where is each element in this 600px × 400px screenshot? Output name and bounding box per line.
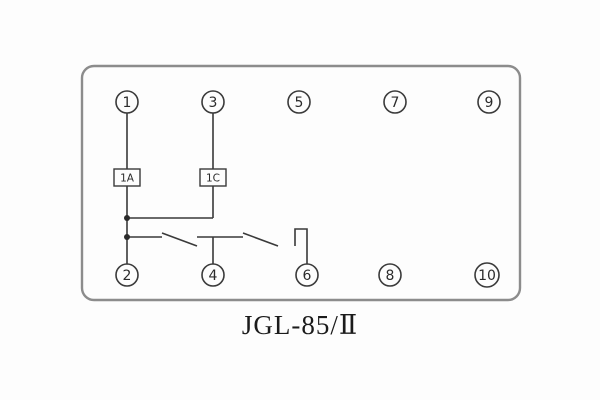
contact-blade-2: [242, 232, 279, 247]
terminal-5-label: 5: [295, 95, 304, 111]
coil-1A-label: 1A: [120, 173, 135, 185]
terminal-3-circle: [201, 90, 225, 114]
terminal-1: 1: [115, 90, 139, 114]
terminal-10: 10: [474, 262, 500, 288]
terminal-3: 3: [201, 90, 225, 114]
coil-1A: 1A: [113, 168, 141, 187]
terminal-9-circle: [477, 90, 501, 114]
contact-blade-1: [161, 232, 198, 247]
terminal-5-circle: [287, 90, 311, 114]
wiring-group: [124, 113, 308, 264]
contact-hook-terminal6: [294, 228, 308, 264]
terminal-2-circle: [115, 263, 139, 287]
coil-1C: 1C: [199, 168, 227, 187]
model-caption: JGL-85/Ⅱ: [242, 310, 358, 340]
relay-case-outline: [80, 64, 522, 302]
terminal-5: 5: [287, 90, 311, 114]
terminal-4-circle: [201, 263, 225, 287]
coil-1C-label: 1C: [206, 173, 220, 185]
terminal-8: 8: [378, 263, 402, 287]
coil-1C-box: [199, 168, 227, 187]
coil-1A-box: [113, 168, 141, 187]
terminal-10-label: 10: [478, 268, 496, 284]
terminal-6-label: 6: [303, 268, 312, 284]
junction-dot-upper: [124, 215, 130, 221]
terminal-8-circle: [378, 263, 402, 287]
junction-dot-lower: [124, 234, 130, 240]
terminal-2: 2: [115, 263, 139, 287]
terminal-1-circle: [115, 90, 139, 114]
terminal-7: 7: [383, 90, 407, 114]
terminal-7-circle: [383, 90, 407, 114]
terminal-8-label: 8: [386, 268, 395, 284]
terminal-7-label: 7: [391, 95, 400, 111]
terminal-4: 4: [201, 263, 225, 287]
terminal-1-label: 1: [123, 95, 132, 111]
terminal-2-label: 2: [123, 268, 132, 284]
terminal-10-circle: [474, 262, 500, 288]
terminal-9: 9: [477, 90, 501, 114]
terminal-9-label: 9: [485, 95, 494, 111]
terminal-6-circle: [295, 263, 319, 287]
terminal-3-label: 3: [209, 95, 218, 111]
terminal-4-label: 4: [209, 268, 218, 284]
terminal-6: 6: [295, 263, 319, 287]
